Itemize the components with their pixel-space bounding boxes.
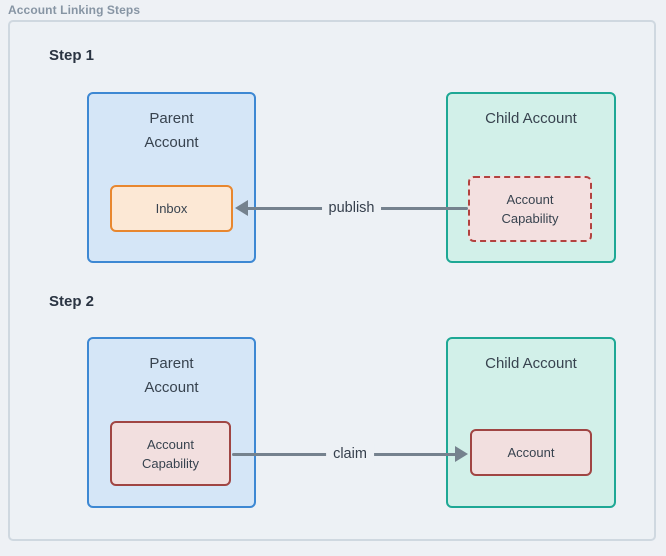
step1-account-capability-box: Account Capability <box>468 176 592 242</box>
publish-arrow: publish <box>235 198 468 218</box>
step1-account-capability-label: Account Capability <box>501 192 559 226</box>
publish-arrow-label: publish <box>321 198 382 218</box>
step2-account-capability-box: Account Capability <box>110 421 231 486</box>
step2-account-box: Account <box>470 429 592 476</box>
step1-parent-account-box: Parent Account <box>87 92 256 263</box>
claim-arrowhead-icon <box>455 446 468 462</box>
step2-child-account-box: Child Account <box>446 337 616 508</box>
step2-child-account-title: Child Account <box>485 355 577 372</box>
step-2-heading: Step 2 <box>49 293 95 310</box>
step-1-heading: Step 1 <box>49 47 95 64</box>
step1-child-account-title: Child Account <box>485 110 577 127</box>
claim-arrow-label: claim <box>326 444 374 464</box>
claim-arrow: claim <box>232 444 468 464</box>
step2-parent-account-title: Parent Account <box>144 355 199 396</box>
step2-account-label: Account <box>507 445 555 460</box>
diagram-title: Account Linking Steps <box>8 3 141 17</box>
step2-account-capability-label: Account Capability <box>141 436 200 471</box>
step1-inbox-label: Inbox <box>155 201 188 216</box>
publish-arrowhead-icon <box>235 200 248 216</box>
step1-parent-account-title: Parent Account <box>144 110 199 151</box>
step1-inbox-box: Inbox <box>110 185 233 232</box>
